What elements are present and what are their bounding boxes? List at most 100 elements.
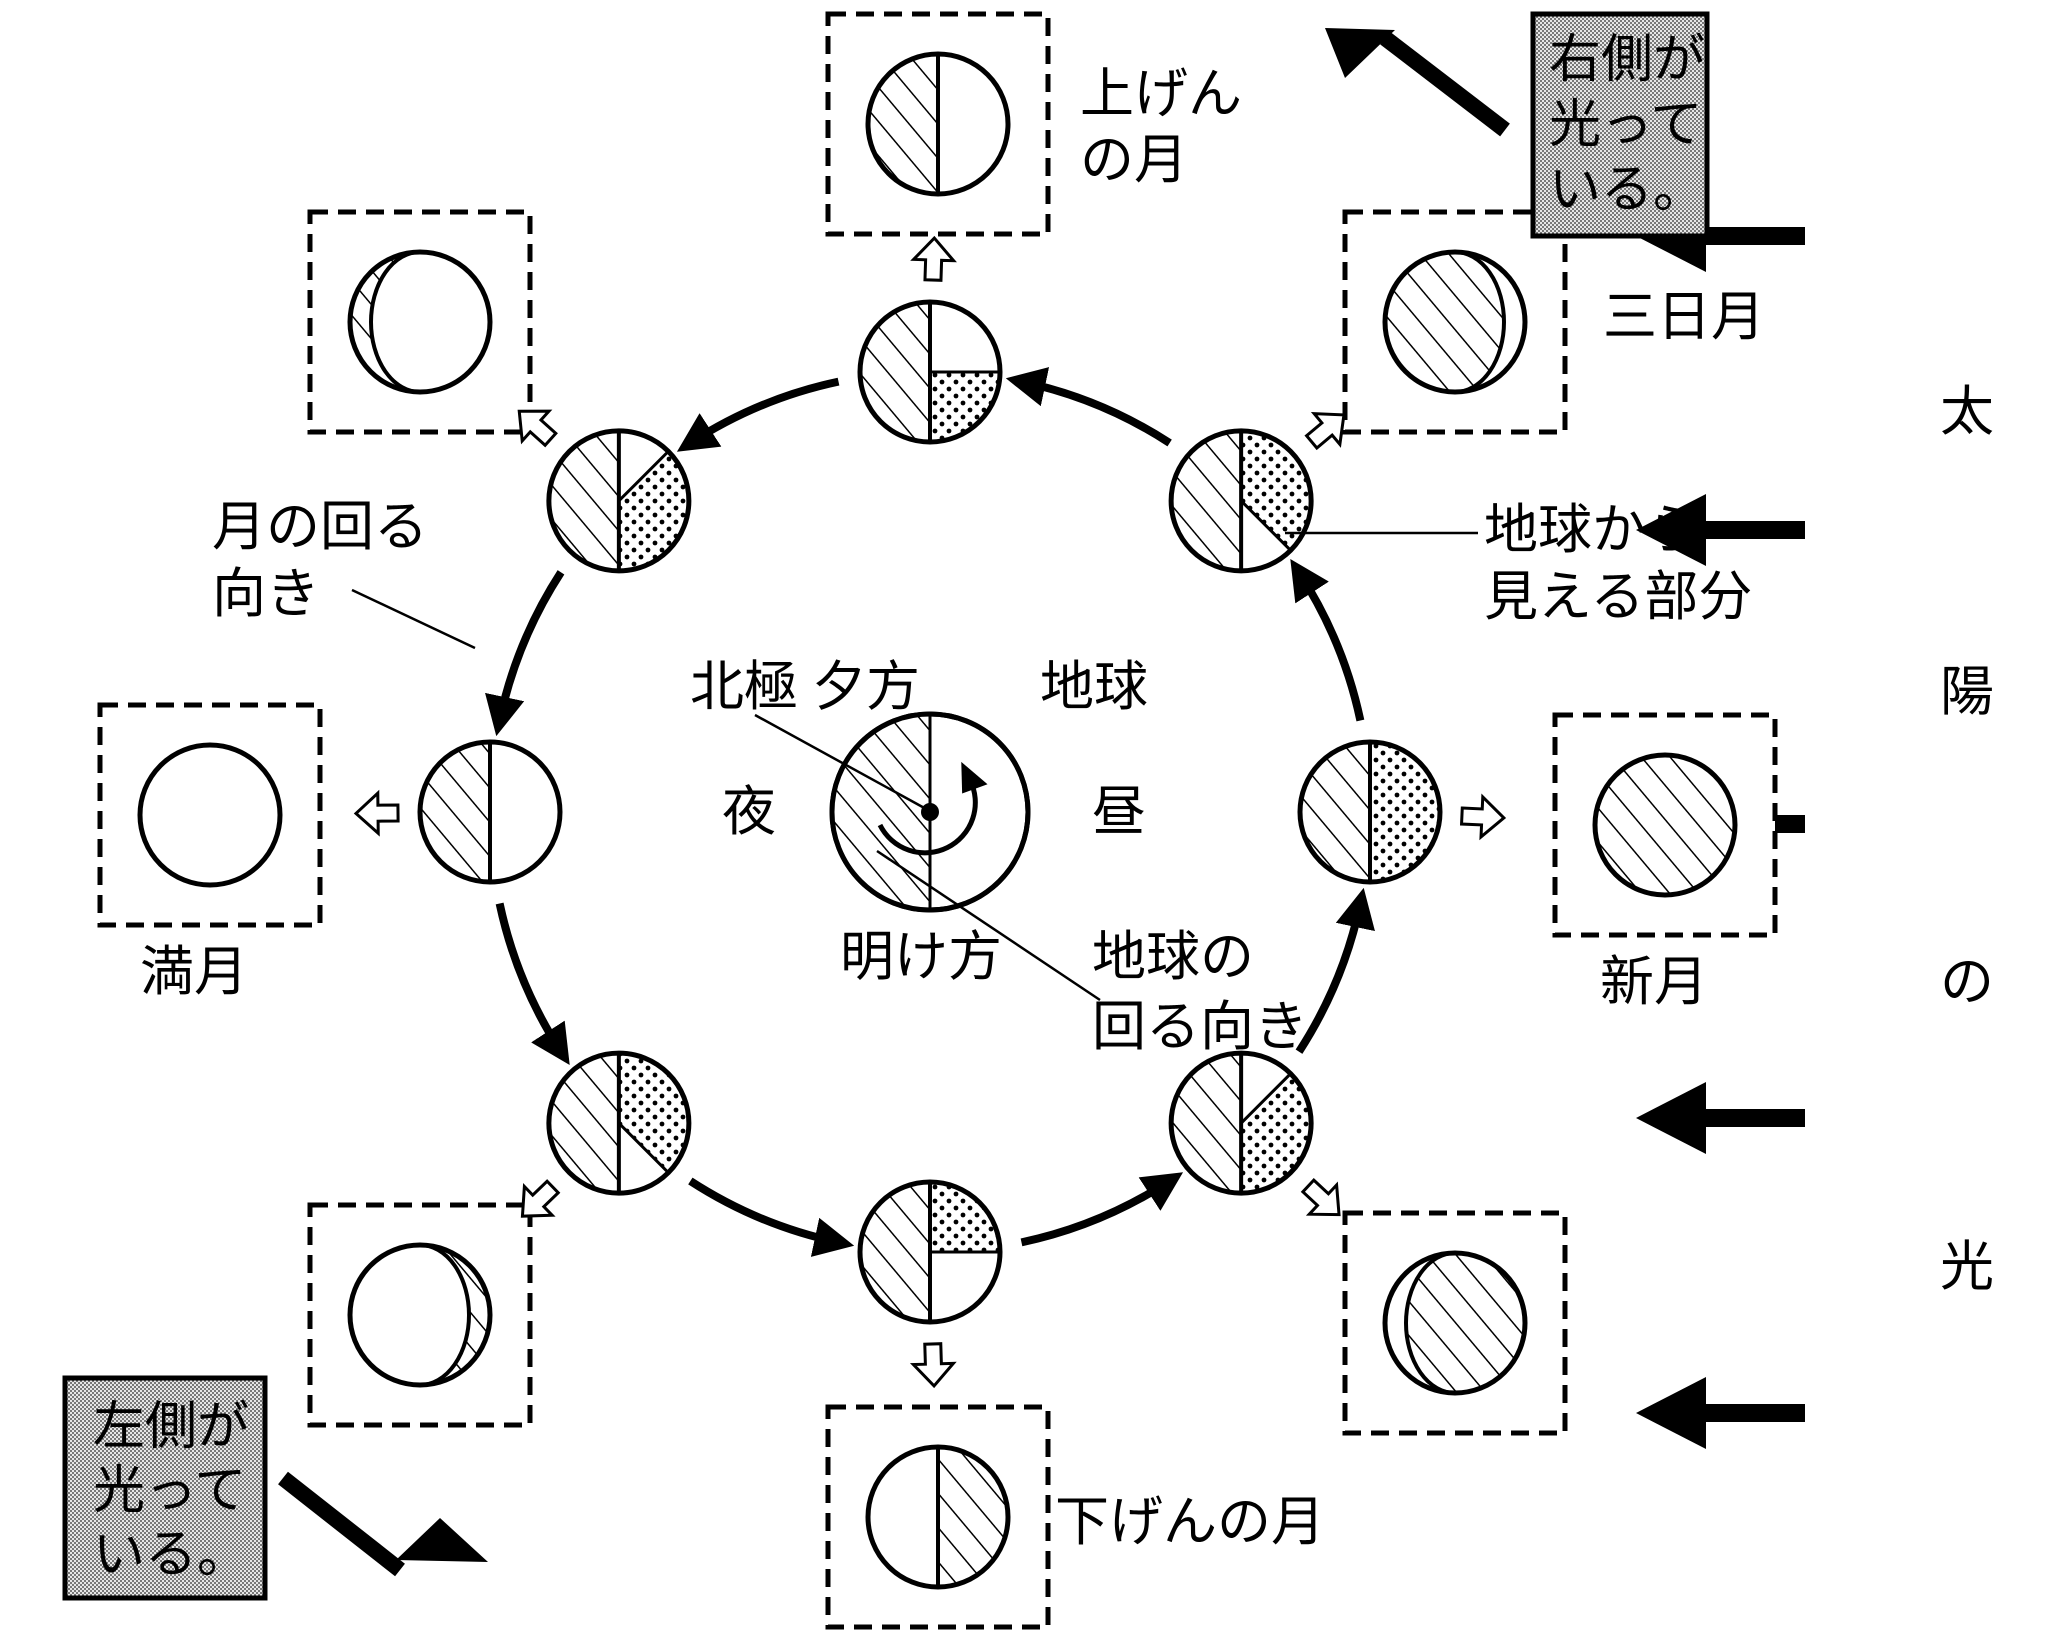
phase-moon-dark <box>1385 1253 1525 1393</box>
hollow-pointer-arrow-icon <box>1459 793 1507 841</box>
phase-box-crescent: 三日月 <box>1304 209 1765 451</box>
hollow-pointer-arrow-icon <box>520 1179 561 1218</box>
orbit-arrow <box>676 377 840 452</box>
north-pole-leader <box>754 713 929 812</box>
evening-label: 夕方 <box>812 655 920 718</box>
orbit-moon-first_quarter <box>857 299 1003 445</box>
earth-title: 地球 <box>1040 655 1148 718</box>
sunlight-arrow-head-icon <box>1636 1377 1706 1449</box>
visible-part-label-line1: 地球から <box>1484 498 1700 561</box>
orbit-arrow <box>1005 367 1172 447</box>
phase-moon-outline <box>137 742 283 888</box>
moon-orbit-direction-label-line1: 月の回る <box>212 495 428 558</box>
hollow-pointer-arrow-icon <box>353 789 400 837</box>
moon-orbit-arrows <box>485 367 1375 1257</box>
hollow-pointer-arrow-icon <box>1300 1177 1341 1217</box>
phase-box-new: 新月 <box>1459 712 1778 1013</box>
phase-box-waxing_gibbous <box>307 209 558 448</box>
orbit-moon-outline <box>1168 1050 1314 1196</box>
orbit-moon-outline <box>546 1050 692 1196</box>
phase-moon-outline <box>1382 249 1528 395</box>
day-label: 昼 <box>1092 780 1146 843</box>
right-lit-note-line2: 光って <box>1549 95 1702 155</box>
orbit-arrow <box>485 570 565 737</box>
sunlight-char: 光 <box>1940 1235 1994 1298</box>
lower-right-pointer-arrow-icon <box>278 1471 405 1577</box>
earth-rotation-label-line1: 地球の <box>1092 925 1254 988</box>
sunlight-arrow-head-icon <box>1636 494 1706 566</box>
orbit-moon-waning_gibbous <box>546 1050 692 1196</box>
lower-right-pointer-arrowhead-icon <box>396 1518 488 1562</box>
left-lit-note-line1: 左側が <box>93 1397 249 1457</box>
left-lit-note-line2: 光って <box>93 1461 246 1521</box>
phase-moon-outline <box>347 1242 493 1388</box>
orbit-moon-dark-half <box>860 1182 930 1322</box>
earth-outline <box>829 711 1031 913</box>
orbit-moon-outline <box>857 1179 1003 1325</box>
orbit-moon-outline <box>546 428 692 574</box>
orbit-moon-new <box>1297 739 1443 885</box>
phase-moon-outline <box>865 1444 1011 1590</box>
phase-label: 上げん <box>1080 62 1242 125</box>
phase-label: 下げんの月 <box>1055 1490 1325 1553</box>
dawn-label: 明け方 <box>840 925 1002 988</box>
moon-orbit-direction-leader <box>351 588 476 650</box>
orbit-moon-outline <box>1297 739 1443 885</box>
right-lit-note: 右側が 光って いる。 <box>1530 11 1710 239</box>
orbit-arrow <box>1290 558 1365 722</box>
north-pole-dot <box>921 803 939 821</box>
orbit-arrow <box>688 1177 855 1257</box>
orbit-arrow <box>1020 1172 1184 1247</box>
phase-box-waning_gibbous <box>307 1179 561 1428</box>
phase-box-full: 満月 <box>97 702 400 1003</box>
phase-label: 満月 <box>140 940 248 1003</box>
sunlight-char: の <box>1940 950 1994 1013</box>
hollow-pointer-arrow-icon <box>909 1342 957 1389</box>
phase-label: 三日月 <box>1603 285 1765 348</box>
earth-rotation-label-line2: 回る向き <box>1092 995 1308 1058</box>
orbit-moon-full <box>417 739 563 885</box>
phase-moon-outline <box>1592 752 1738 898</box>
night-label: 夜 <box>722 780 776 843</box>
sunlight-char: 陽 <box>1940 660 1994 723</box>
orbit-moon-dark-half <box>1171 430 1242 571</box>
earth-rotation-arrowhead-icon <box>961 761 988 794</box>
orbit-arrow <box>1295 887 1375 1054</box>
sunlight-arrow-shaft <box>1700 1109 1805 1127</box>
orbit-moon-waning_crescent <box>1168 1050 1314 1196</box>
orbit-moon-last_quarter <box>857 1179 1003 1325</box>
phase-moon-outline <box>347 249 493 395</box>
orbit-moon-outline <box>857 299 1003 445</box>
sunlight-char: 太 <box>1940 380 1994 443</box>
right-lit-note-line1: 右側が <box>1549 30 1705 90</box>
north-pole-label: 北極 <box>690 655 798 718</box>
sunlight-arrow-shaft <box>1700 521 1805 539</box>
orbit-moon-outline <box>417 739 563 885</box>
orbit-moon-crescent <box>1168 428 1314 574</box>
phase-label: の月 <box>1080 128 1188 191</box>
left-lit-note-line3: いる。 <box>93 1525 249 1585</box>
orbit-moon-visible-lit-part <box>1370 742 1440 882</box>
orbit-moon-dark-half <box>420 742 490 882</box>
sunlight-arrow-head-icon <box>1636 1082 1706 1154</box>
hollow-pointer-arrow-icon <box>910 235 957 282</box>
left-lit-note: 左側が 光って いる。 <box>62 1375 268 1601</box>
phase-label: 新月 <box>1600 950 1708 1013</box>
hollow-pointer-arrow-icon <box>1304 412 1346 451</box>
upper-left-pointer-arrow-icon <box>1380 31 1510 137</box>
phase-moon-outline <box>1382 1250 1528 1396</box>
hollow-pointer-arrow-icon <box>517 409 558 448</box>
orbit-moon-outline <box>1168 428 1314 574</box>
phase-moon-dark <box>1595 755 1735 895</box>
sunlight-arrow-shaft <box>1700 227 1805 245</box>
phase-moon-outline <box>865 51 1011 197</box>
phase-box-last_quarter: 下げんの月 <box>825 1342 1325 1630</box>
orbit-moon-dark-half <box>1171 1053 1242 1194</box>
orbit-arrow <box>495 902 570 1066</box>
orbit-moon-dark-half <box>860 302 930 442</box>
earth-rotation-arrow <box>877 778 978 856</box>
